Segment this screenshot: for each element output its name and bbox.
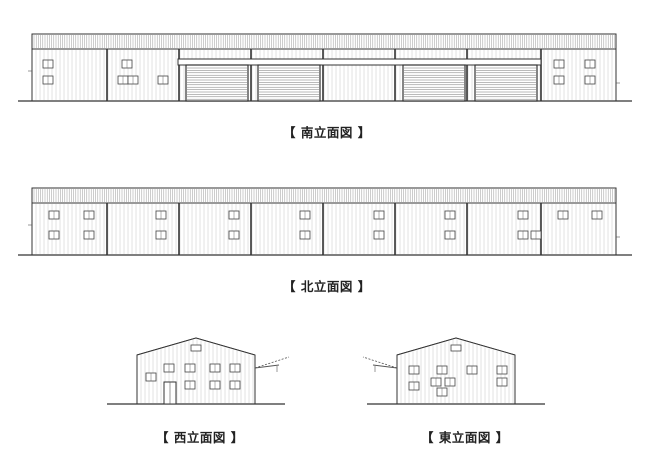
window [584, 59, 596, 69]
window [163, 363, 175, 373]
canopy-beam [372, 364, 398, 369]
canopy-outline [362, 356, 398, 369]
shutter-frame [185, 64, 249, 102]
window [517, 230, 529, 240]
window [436, 365, 448, 375]
window [48, 230, 60, 240]
window [184, 363, 196, 373]
roof-hatch [33, 35, 616, 48]
window [229, 380, 241, 390]
window [430, 377, 442, 387]
window [444, 377, 456, 387]
window [373, 230, 385, 240]
window [557, 210, 569, 220]
canopy-beam [254, 364, 280, 369]
window [436, 387, 448, 397]
window [517, 210, 529, 220]
window [228, 230, 240, 240]
window [209, 363, 221, 373]
east-elevation [362, 337, 545, 405]
window [42, 75, 54, 85]
window [530, 230, 542, 240]
shutter-door [474, 64, 538, 102]
shutter-frame [257, 64, 321, 102]
north-elevation [18, 187, 632, 256]
window [299, 210, 311, 220]
canopy-outline [254, 356, 290, 369]
canopy [177, 58, 542, 66]
shutter-door [185, 64, 249, 102]
wall-siding [400, 339, 514, 403]
east-elevation-label: 【 東立面図 】 [421, 430, 509, 445]
window [496, 365, 508, 375]
north-elevation-label: 【 北立面図 】 [283, 279, 371, 294]
west-elevation [107, 337, 290, 405]
window [408, 381, 420, 391]
window [209, 380, 221, 390]
window [444, 230, 456, 240]
roof-hatch [33, 189, 616, 202]
window [444, 210, 456, 220]
window [155, 210, 167, 220]
gable-vent [450, 344, 462, 352]
window [184, 380, 196, 390]
gable-wall [396, 337, 516, 405]
window [127, 75, 139, 85]
shutter-frame [474, 64, 538, 102]
gable-vent [190, 344, 202, 352]
window [228, 210, 240, 220]
window [553, 59, 565, 69]
window [83, 210, 95, 220]
window [145, 372, 157, 382]
west-elevation-label: 【 西立面図 】 [156, 430, 244, 445]
window [83, 230, 95, 240]
window [584, 75, 596, 85]
window [157, 75, 169, 85]
window [299, 230, 311, 240]
window [48, 210, 60, 220]
shutter-door [402, 64, 466, 102]
window [591, 210, 603, 220]
wall-siding [140, 339, 254, 403]
window [155, 230, 167, 240]
shutter-frame [402, 64, 466, 102]
window [466, 365, 478, 375]
window [121, 59, 133, 69]
window [408, 365, 420, 375]
window [553, 75, 565, 85]
window [42, 59, 54, 69]
window [117, 75, 129, 85]
window [496, 377, 508, 387]
south-elevation-label: 【 南立面図 】 [283, 125, 371, 140]
south-elevation [18, 33, 632, 102]
shutter-door [257, 64, 321, 102]
window [373, 210, 385, 220]
window [229, 363, 241, 373]
